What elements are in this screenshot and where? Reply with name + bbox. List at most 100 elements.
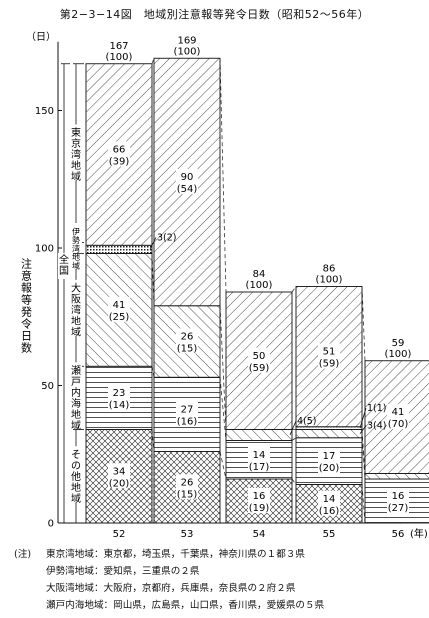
total-value-label: 169 (177, 35, 196, 46)
segment-value-label: 17 (323, 451, 336, 462)
total-value-label: 59 (392, 338, 405, 349)
bar-segment-osaka (225, 429, 293, 441)
connector-line (361, 437, 366, 480)
bracket-char: 戸 (71, 376, 81, 388)
note-line: 伊勢湾地域：愛知県，三重県の２県 (14, 563, 424, 580)
segment-pct-label: (20) (319, 463, 340, 474)
total-value-label: 86 (323, 264, 336, 275)
segment-pct-label: (39) (109, 157, 130, 168)
total-pct-label: (100) (174, 46, 201, 57)
connector-line (219, 305, 227, 430)
segment-pct-label: (59) (319, 359, 340, 370)
callout-label: 3(4) (367, 421, 387, 432)
x-tick-label: 54 (253, 529, 266, 540)
segment-value-label: 14 (253, 450, 266, 461)
y-tick-label: 100 (35, 244, 54, 255)
segment-pct-label: (19) (249, 503, 270, 514)
value-label-bg (176, 169, 198, 194)
note-line: (注) 東京湾地域：東京都，埼玉県，千葉県，神奈川県の１都３県 (14, 546, 424, 563)
bracket-char: 内 (71, 386, 81, 399)
segment-value-label: 41 (113, 300, 126, 311)
connector-line (291, 478, 297, 485)
segment-value-label: 26 (181, 477, 194, 488)
bracket-label-bg (70, 362, 82, 430)
note-line: 瀬戸内海地域：岡山県，広島県，山口県，香川県，愛媛県の５県 (14, 597, 424, 614)
bracket-label-ise: 伊勢湾地域 (70, 223, 82, 271)
callout-leader (149, 237, 157, 250)
bracket-char: 他 (71, 470, 81, 483)
segment-pct-label: (17) (249, 462, 270, 473)
total-pct-label: (100) (385, 349, 412, 360)
value-label-bg (176, 474, 198, 500)
segment-pct-label: (16) (177, 416, 198, 427)
segment-value-label: 14 (323, 494, 336, 505)
value-label-bg (248, 446, 270, 472)
notes: (注) 東京湾地域：東京都，埼玉県，千葉県，神奈川県の１都３県 伊勢湾地域：愛知県… (14, 546, 424, 614)
bar-segment-osaka (364, 473, 429, 480)
bar-segment-ise (85, 244, 153, 254)
bar-segment-osaka (295, 429, 363, 439)
notes-prefix: (注) (14, 549, 32, 560)
bracket-char: 伊 (72, 227, 80, 237)
segment-pct-label: (59) (249, 363, 270, 374)
segment-value-label: 51 (323, 347, 336, 358)
figure-title: 第2−3−14図 地域別注意報等発令日数（昭和52〜56年） (59, 8, 370, 21)
segment-value-label: 23 (113, 388, 126, 399)
callout-leader (359, 408, 367, 429)
bracket-char: の (71, 461, 81, 472)
connector-line (219, 377, 227, 441)
y-tick-label: 0 (48, 519, 54, 530)
connector-line (361, 429, 366, 474)
y-tick-label: 150 (35, 106, 54, 117)
segment-pct-label: (15) (177, 344, 198, 355)
x-tick-label: 52 (113, 529, 126, 540)
bracket-label-osaka: 大阪湾地域 (70, 279, 82, 338)
note-text: 伊勢湾地域：愛知県，三重県の２県 (46, 566, 200, 577)
bracket-char: 全 (59, 253, 69, 266)
value-label-bg (387, 488, 409, 513)
total-value-label: 167 (109, 41, 128, 52)
bracket-char: 京 (71, 137, 81, 150)
bracket-label-bg (70, 223, 82, 269)
connector-line (291, 437, 297, 441)
bracket-label-bg (70, 124, 82, 181)
bracket-char: 湾 (71, 148, 81, 161)
bracket-char: 地 (71, 159, 81, 172)
bracket-char: 阪 (71, 292, 81, 305)
note-text: 東京湾地域：東京都，埼玉県，千葉県，神奈川県の１都３県 (46, 549, 306, 560)
note-line: 大阪湾地域：大阪府，京都府，兵庫県，奈良県の２府２県 (14, 580, 424, 597)
y-unit-label: （日） (26, 31, 56, 43)
segment-value-label: 41 (392, 407, 405, 418)
bracket-char: 瀬 (71, 365, 81, 377)
callout-label: 1(1) (367, 403, 387, 414)
total-pct-label: (100) (246, 280, 273, 291)
segment-value-label: 16 (392, 491, 405, 502)
segment-value-label: 27 (181, 404, 194, 415)
callout-label: 4(5) (297, 416, 317, 427)
note-text: 大阪湾地域：大阪府，京都府，兵庫県，奈良県の２府２県 (46, 583, 296, 594)
bracket-char: 域 (71, 419, 81, 432)
x-tick-label: 53 (181, 529, 194, 540)
callout-leader (359, 425, 367, 434)
segment-value-label: 90 (181, 172, 194, 183)
bracket-label-bg (58, 253, 70, 279)
bracket-label-all: 全国 (58, 253, 70, 279)
connector-line (291, 286, 297, 293)
bracket-label-seto: 瀬戸内海地域 (70, 362, 82, 432)
segment-pct-label: (54) (177, 184, 198, 195)
segment-pct-label: (27) (388, 503, 409, 514)
bracket-char: 地 (72, 252, 80, 262)
value-label-bg (108, 296, 130, 322)
value-label-bg (108, 463, 130, 489)
segment-pct-label: (14) (109, 400, 130, 411)
value-label-bg (108, 141, 130, 167)
connector-line (151, 58, 155, 64)
segment-value-label: 50 (253, 351, 266, 362)
value-label-bg (387, 404, 409, 430)
connector-line (219, 451, 227, 480)
segment-value-label: 34 (113, 466, 126, 477)
bracket-char: そ (71, 449, 81, 461)
bracket-char: 域 (72, 261, 80, 271)
bracket-char: 地 (71, 314, 81, 327)
